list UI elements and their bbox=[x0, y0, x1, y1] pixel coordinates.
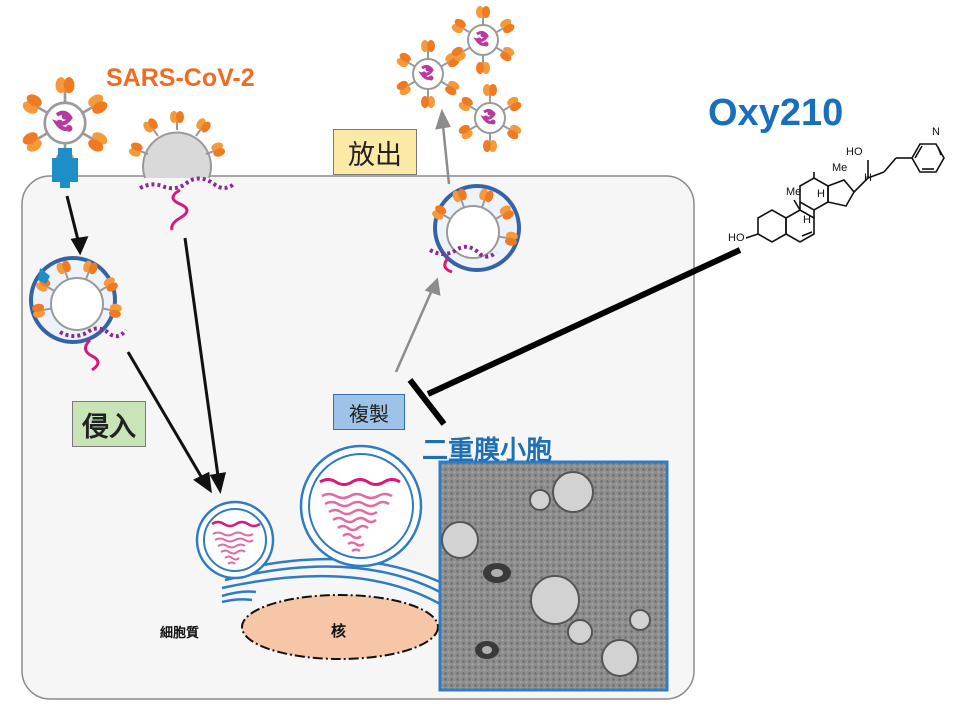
chem-ho-top: HO bbox=[846, 146, 863, 158]
nucleus-label: 核 bbox=[331, 623, 347, 640]
endosome-virus bbox=[29, 256, 128, 372]
virus-with-receptor bbox=[21, 77, 110, 188]
chem-h-bottom: H bbox=[803, 214, 811, 226]
chem-me-left: Me bbox=[786, 186, 802, 198]
nucleus bbox=[241, 594, 439, 660]
chem-n: N bbox=[932, 126, 940, 138]
replication-label: 複製 bbox=[333, 394, 405, 430]
virus-label: SARS-CoV-2 bbox=[106, 64, 255, 92]
dmv-label: 二重膜小胞 bbox=[422, 435, 553, 465]
drug-label: Oxy210 bbox=[708, 92, 844, 134]
chem-h-right: H bbox=[864, 172, 872, 184]
chem-h-mid: H bbox=[817, 188, 825, 200]
small-dmv bbox=[195, 500, 275, 580]
released-virion-2 bbox=[450, 6, 516, 74]
chem-me-top: Me bbox=[832, 162, 848, 174]
oxy210-structure bbox=[745, 143, 945, 243]
entry-arrows bbox=[65, 195, 227, 494]
large-dmv bbox=[299, 444, 423, 568]
em-micrograph bbox=[438, 460, 669, 692]
released-virion-3 bbox=[457, 84, 523, 152]
released-virion-1 bbox=[395, 40, 461, 108]
chem-ho-left: HO bbox=[728, 232, 745, 244]
budding-vesicle bbox=[429, 184, 521, 274]
entry-label: 侵入 bbox=[72, 401, 146, 447]
inhibition-line bbox=[407, 247, 742, 426]
release-label: 放出 bbox=[333, 129, 417, 175]
cytoplasm-label: 細胞質 bbox=[160, 625, 200, 640]
release-arrows bbox=[394, 108, 451, 373]
fusing-virus bbox=[126, 110, 236, 231]
